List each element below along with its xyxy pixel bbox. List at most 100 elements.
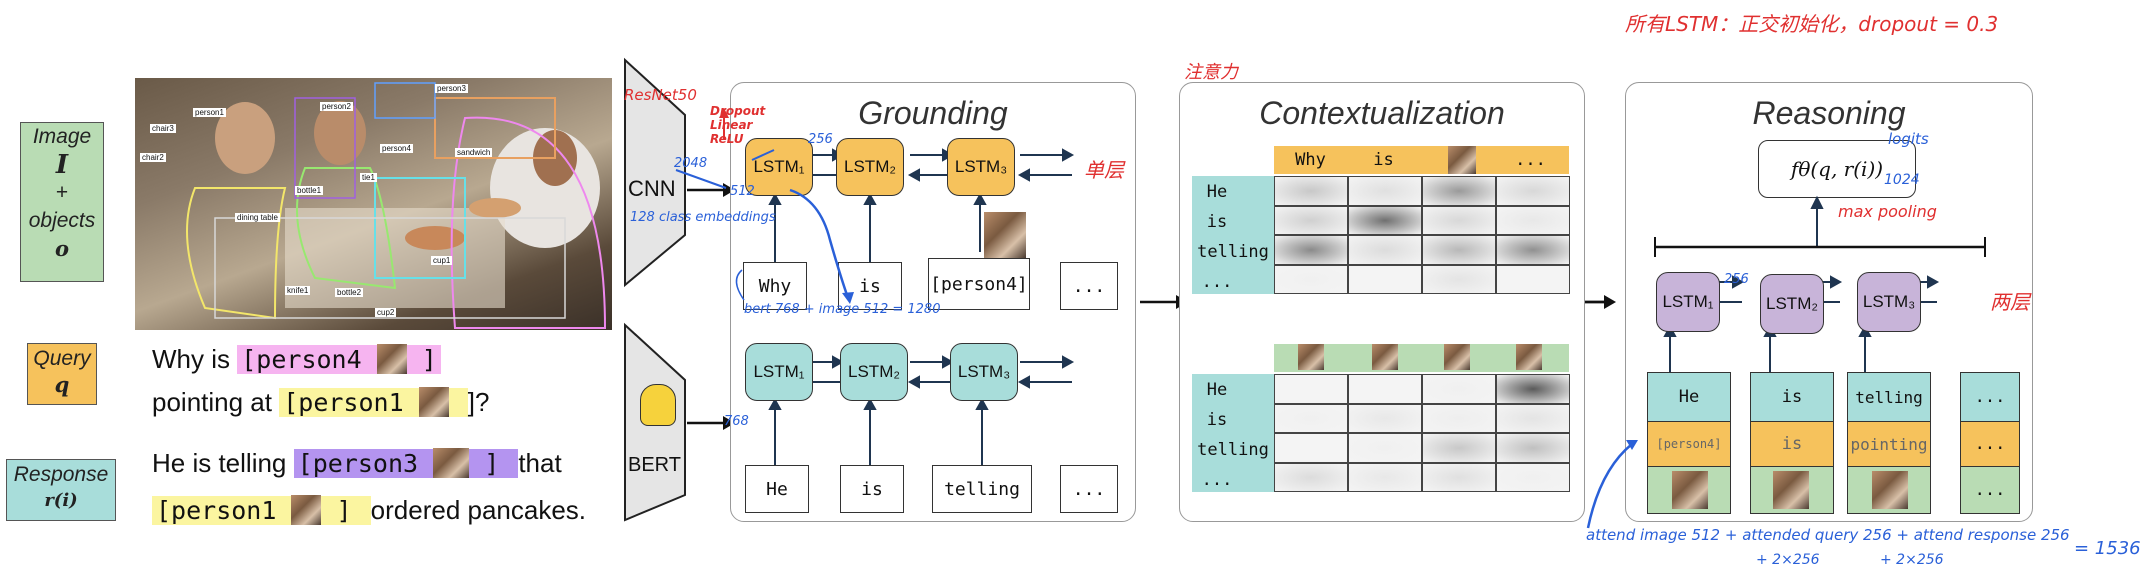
query-box: Query q <box>27 343 97 405</box>
attention-cell <box>1274 264 1348 294</box>
attention-cell <box>1496 403 1570 433</box>
reasoning-col-1-green <box>1648 467 1730 513</box>
response-tag-person3: [person3 ] <box>293 448 519 478</box>
grounding-bottom-lstm-3: LSTM₃ <box>950 343 1018 401</box>
query-tag-person1-label: [person1 <box>283 388 404 417</box>
reasoning-col-2-orange: is <box>1751 422 1833 467</box>
cnn-label: CNN <box>628 176 676 201</box>
ctx-bottom-row-he: He <box>1206 380 1228 400</box>
note-logits: logits <box>1888 130 1929 148</box>
image-box-symbol: I <box>55 150 69 180</box>
ctx-top-col-why: Why <box>1295 150 1326 170</box>
ctx-bottom-rows-bg <box>1192 374 1274 492</box>
person1-thumbnail <box>418 387 449 417</box>
response-box: Response r(i) <box>6 459 116 521</box>
attention-cell <box>1496 374 1570 404</box>
ctx-top-col-person4-crop <box>1448 146 1476 174</box>
response-tag-person1: [person1 ] <box>152 495 371 525</box>
attention-cell <box>1422 374 1496 404</box>
reasoning-lstm-1: LSTM₁ <box>1656 272 1720 332</box>
note-768: 768 <box>724 414 749 429</box>
photo-label-person1: person1 <box>193 108 226 117</box>
ctx-top-row-ellipsis: ... <box>1201 272 1233 292</box>
note-bottom-line1: attend image 512 + attended query 256 + … <box>1586 526 2070 544</box>
attention-cell <box>1496 433 1570 463</box>
query-line1: Why is [person4 ] <box>152 338 612 381</box>
attention-cell <box>1496 264 1570 294</box>
reasoning-col-2-crop <box>1773 471 1809 509</box>
query-text: Why is [person4 ] pointing at [person1 ]… <box>152 338 612 424</box>
photo-label-tie1: tie1 <box>360 173 377 182</box>
reasoning-formula-box: fθ(q, r(i)) <box>1758 140 1916 198</box>
image-box-title: Image <box>32 125 92 148</box>
ctx-top-row-telling: telling <box>1197 242 1269 262</box>
reasoning-title: Reasoning <box>1752 95 1906 131</box>
response-line1: He is telling [person3 ] that <box>152 440 632 487</box>
reasoning-col-4-green: ... <box>1961 467 2019 513</box>
grounding-input-telling: telling <box>932 465 1032 513</box>
query-box-title: Query <box>33 347 91 370</box>
attention-cell <box>1348 235 1422 265</box>
grounding-input-person4: [person4] <box>928 258 1030 310</box>
reasoning-col-1-orange: [person4] <box>1648 422 1730 467</box>
ctx-top-grid <box>1274 176 1570 294</box>
response-tag-person3-close: ] <box>484 449 500 478</box>
ctx-bottom-row-is: is <box>1206 410 1228 430</box>
person3-thumbnail <box>433 448 470 478</box>
attention-cell <box>1348 176 1422 206</box>
query-line2: pointing at [person1 ]? <box>152 381 612 424</box>
ctx-bottom-row-ellipsis: ... <box>1201 470 1233 490</box>
grounding-title: Grounding <box>858 95 1008 131</box>
query-line2-pre: pointing at <box>152 387 272 417</box>
note-1024: 1024 <box>1884 172 1920 188</box>
photo-label-cup1: cup1 <box>431 256 453 265</box>
attention-cell <box>1348 264 1422 294</box>
response-line1-post: that <box>518 448 562 478</box>
reasoning-col-4: ... ... ... <box>1960 372 2020 514</box>
attention-cell <box>1422 235 1496 265</box>
photo-label-chair3: chair3 <box>150 124 176 133</box>
reasoning-lstm-3: LSTM₃ <box>1857 272 1921 332</box>
photo-label-chair2: chair2 <box>140 153 166 162</box>
image-box: Image I + objects o <box>20 122 104 282</box>
grounding-top-lstm-1: LSTM₁ <box>745 138 813 196</box>
note-dropout-2: Linear <box>710 118 753 132</box>
attention-cell <box>1274 374 1348 404</box>
ctx-bottom-crop-2 <box>1372 344 1398 370</box>
photo-label-person3: person3 <box>435 84 468 93</box>
ctx-top-rows-bg <box>1192 176 1274 294</box>
person4-thumbnail <box>376 344 407 374</box>
response-tag-person3-label: [person3 <box>297 449 419 478</box>
grounding-input-is-bottom: is <box>840 465 904 513</box>
photo-label-bottle1: bottle1 <box>295 186 324 195</box>
bert-label: BERT <box>628 454 681 476</box>
attention-cell <box>1422 462 1496 492</box>
photo-label-person2: person2 <box>320 102 353 111</box>
person1-thumbnail-response <box>291 495 322 525</box>
note-two-layers: 两层 <box>1990 290 2030 314</box>
grounding-bottom-lstm-2: LSTM₂ <box>840 343 908 401</box>
reasoning-col-3: telling pointing <box>1847 372 1931 514</box>
grounding-input-he: He <box>745 465 809 513</box>
grounding-bottom-lstm-1: LSTM₁ <box>745 343 813 401</box>
note-single-layer: 单层 <box>1084 158 1124 182</box>
reasoning-col-3-crop <box>1872 471 1908 509</box>
photo-label-dining-table: dining table <box>235 213 280 222</box>
ctx-top-row-he: He <box>1206 182 1228 202</box>
attention-cell <box>1422 205 1496 235</box>
note-resnet: ResNet50 <box>624 86 697 104</box>
attention-cell <box>1496 205 1570 235</box>
panel-arrow-2 <box>1582 295 1616 309</box>
attention-cell <box>1274 462 1348 492</box>
photo-label-cup2: cup2 <box>375 308 397 317</box>
photo-label-knife1: knife1 <box>285 286 311 295</box>
note-256-b: 256 <box>1724 272 1749 287</box>
attention-cell <box>1422 403 1496 433</box>
image-box-plus: + <box>55 181 69 204</box>
photo-label-person4: person4 <box>380 144 413 153</box>
attention-cell <box>1496 176 1570 206</box>
ctx-top-col-ellipsis: ... <box>1515 150 1546 170</box>
query-tag-person1: [person1 <box>279 387 468 417</box>
bert-icon <box>640 384 676 426</box>
